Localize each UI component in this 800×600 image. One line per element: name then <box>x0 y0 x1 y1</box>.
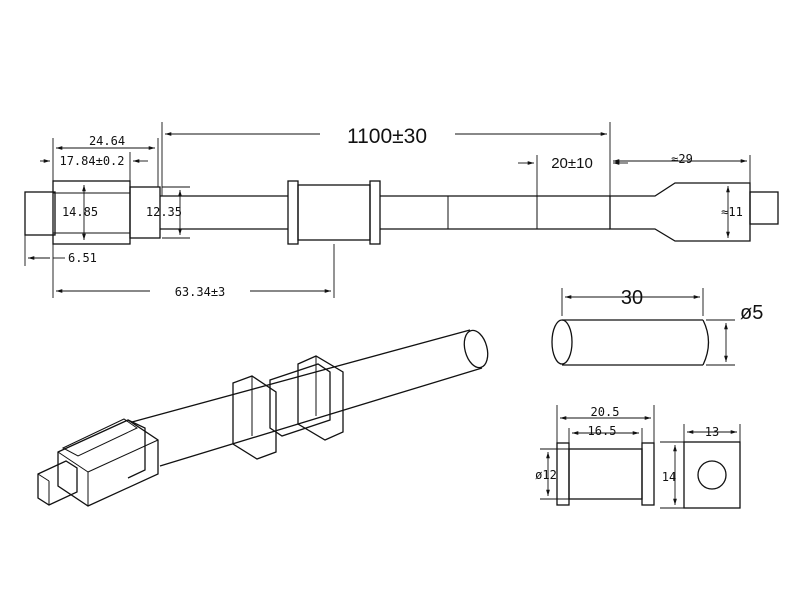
cable-height-label: 12.35 <box>146 205 182 219</box>
ferrite-iso-body <box>269 363 331 437</box>
isometric-cable-view <box>37 329 489 507</box>
left-connector-tip <box>24 191 56 236</box>
right-plug-height-label: ≈11 <box>721 205 743 219</box>
cable-iso-end <box>463 329 489 369</box>
ferrite-flange-right <box>369 180 381 245</box>
bobbin-body <box>568 448 643 500</box>
core-right-end <box>702 319 710 366</box>
ferrite-flange-left <box>287 180 299 245</box>
ferrite-core-view: 30 ø5 <box>551 287 763 366</box>
top-dimensions: 1100±30 24.64 17.84±0.2 14.85 12.35 6.51… <box>24 122 751 299</box>
plug-height-label: 14.85 <box>62 205 98 219</box>
tip-length-label: 6.51 <box>68 251 97 265</box>
overall-length-label: 1100±30 <box>347 125 427 148</box>
bobbin-diameter-label: ø12 <box>535 468 557 482</box>
plug-inner-width-label: 17.84±0.2 <box>59 154 124 168</box>
flange-front-view: 13 14 <box>660 424 741 509</box>
left-strain-relief <box>129 186 161 239</box>
right-connector-tip <box>749 191 779 225</box>
plug-width-label: 24.64 <box>89 134 125 148</box>
flange-square <box>683 441 741 509</box>
core-length-label: 30 <box>621 287 643 309</box>
core-diameter-label: ø5 <box>740 302 763 324</box>
flange-width-label: 13 <box>705 425 719 439</box>
flange-hole <box>697 460 727 490</box>
core-left-end <box>551 319 573 365</box>
bobbin-left-flange <box>556 442 570 506</box>
right-section-label: 20±10 <box>551 155 593 172</box>
bobbin-side-view: 20.5 16.5 ø12 <box>535 405 655 506</box>
top-elevation-view <box>24 180 779 245</box>
ferrite-body <box>297 184 371 241</box>
right-plug-length-label: ≈29 <box>671 152 693 166</box>
right-plug-body <box>609 182 751 242</box>
cable-iso-top <box>131 329 471 423</box>
bobbin-inner-length-label: 16.5 <box>588 424 617 438</box>
flange-height-label: 14 <box>662 470 676 484</box>
connector-iso-tip <box>37 460 78 506</box>
ferrite-position-label: 63.34±3 <box>175 285 226 299</box>
bobbin-outer-length-label: 20.5 <box>591 405 620 419</box>
cable-iso-bottom <box>159 367 483 467</box>
bobbin-right-flange <box>641 442 655 506</box>
